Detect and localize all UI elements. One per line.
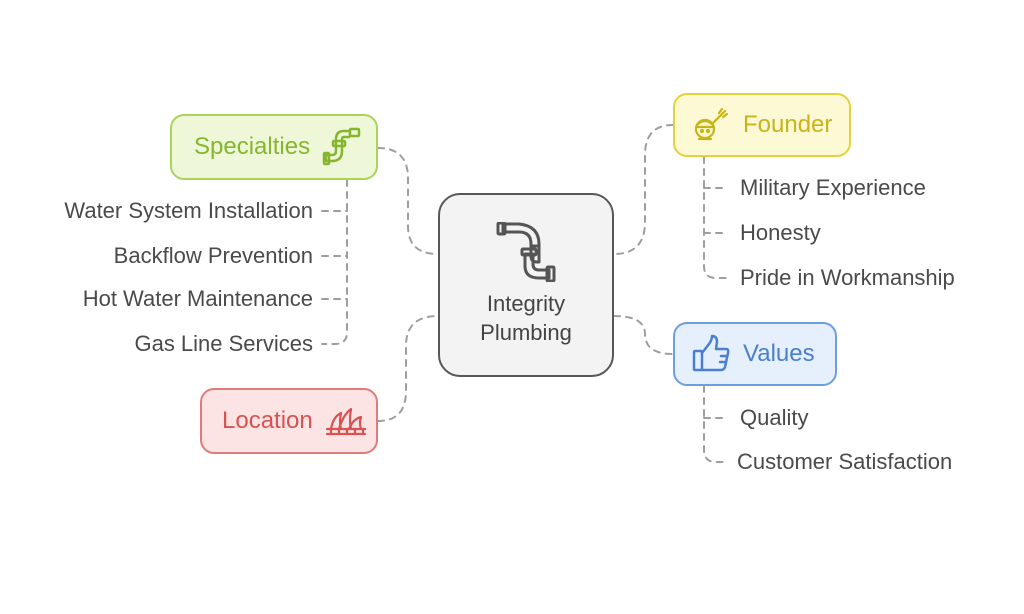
specialties-item-water-system: Water System Installation: [64, 198, 313, 223]
soldier-saluting-icon: [694, 107, 729, 141]
pipe-icon: [496, 222, 556, 283]
connector-values-leaves: [703, 385, 728, 463]
center-title-line2: Plumbing: [480, 320, 572, 345]
values-node: Values: [673, 322, 837, 386]
connector-founder: [613, 124, 674, 255]
center-title-line1: Integrity: [486, 291, 566, 317]
pipe-elbow-icon: [322, 127, 361, 166]
thumbs-up-icon: [692, 334, 730, 372]
connector-values: [613, 315, 674, 355]
founder-item-honesty: Honesty: [740, 220, 821, 245]
specialties-item-hot-water: Hot Water Maintenance: [82, 286, 313, 311]
founder-item-pride: Pride in Workmanship: [740, 265, 955, 290]
founder-item-military: Military Experience: [740, 175, 926, 200]
center-node: Integrity Plumbing: [438, 193, 614, 377]
specialties-item-backflow: Backflow Prevention: [113, 243, 313, 268]
values-item-quality: Quality: [740, 405, 809, 430]
connector-specialties-leaves: [321, 179, 348, 345]
specialties-item-gas-line: Gas Line Services: [134, 331, 313, 356]
specialties-node: Specialties: [170, 114, 378, 180]
opera-house-icon: [325, 407, 366, 436]
location-node: Location: [200, 388, 378, 454]
founder-label: Founder: [743, 111, 833, 138]
specialties-label: Specialties: [194, 133, 311, 160]
values-item-customer-satisfaction: Customer Satisfaction: [737, 449, 953, 474]
location-label: Location: [222, 407, 313, 434]
connector-location: [377, 315, 439, 422]
connector-specialties: [377, 147, 439, 255]
founder-node: Founder: [673, 93, 851, 157]
connector-founder-leaves: [703, 156, 728, 279]
values-label: Values: [743, 340, 815, 367]
